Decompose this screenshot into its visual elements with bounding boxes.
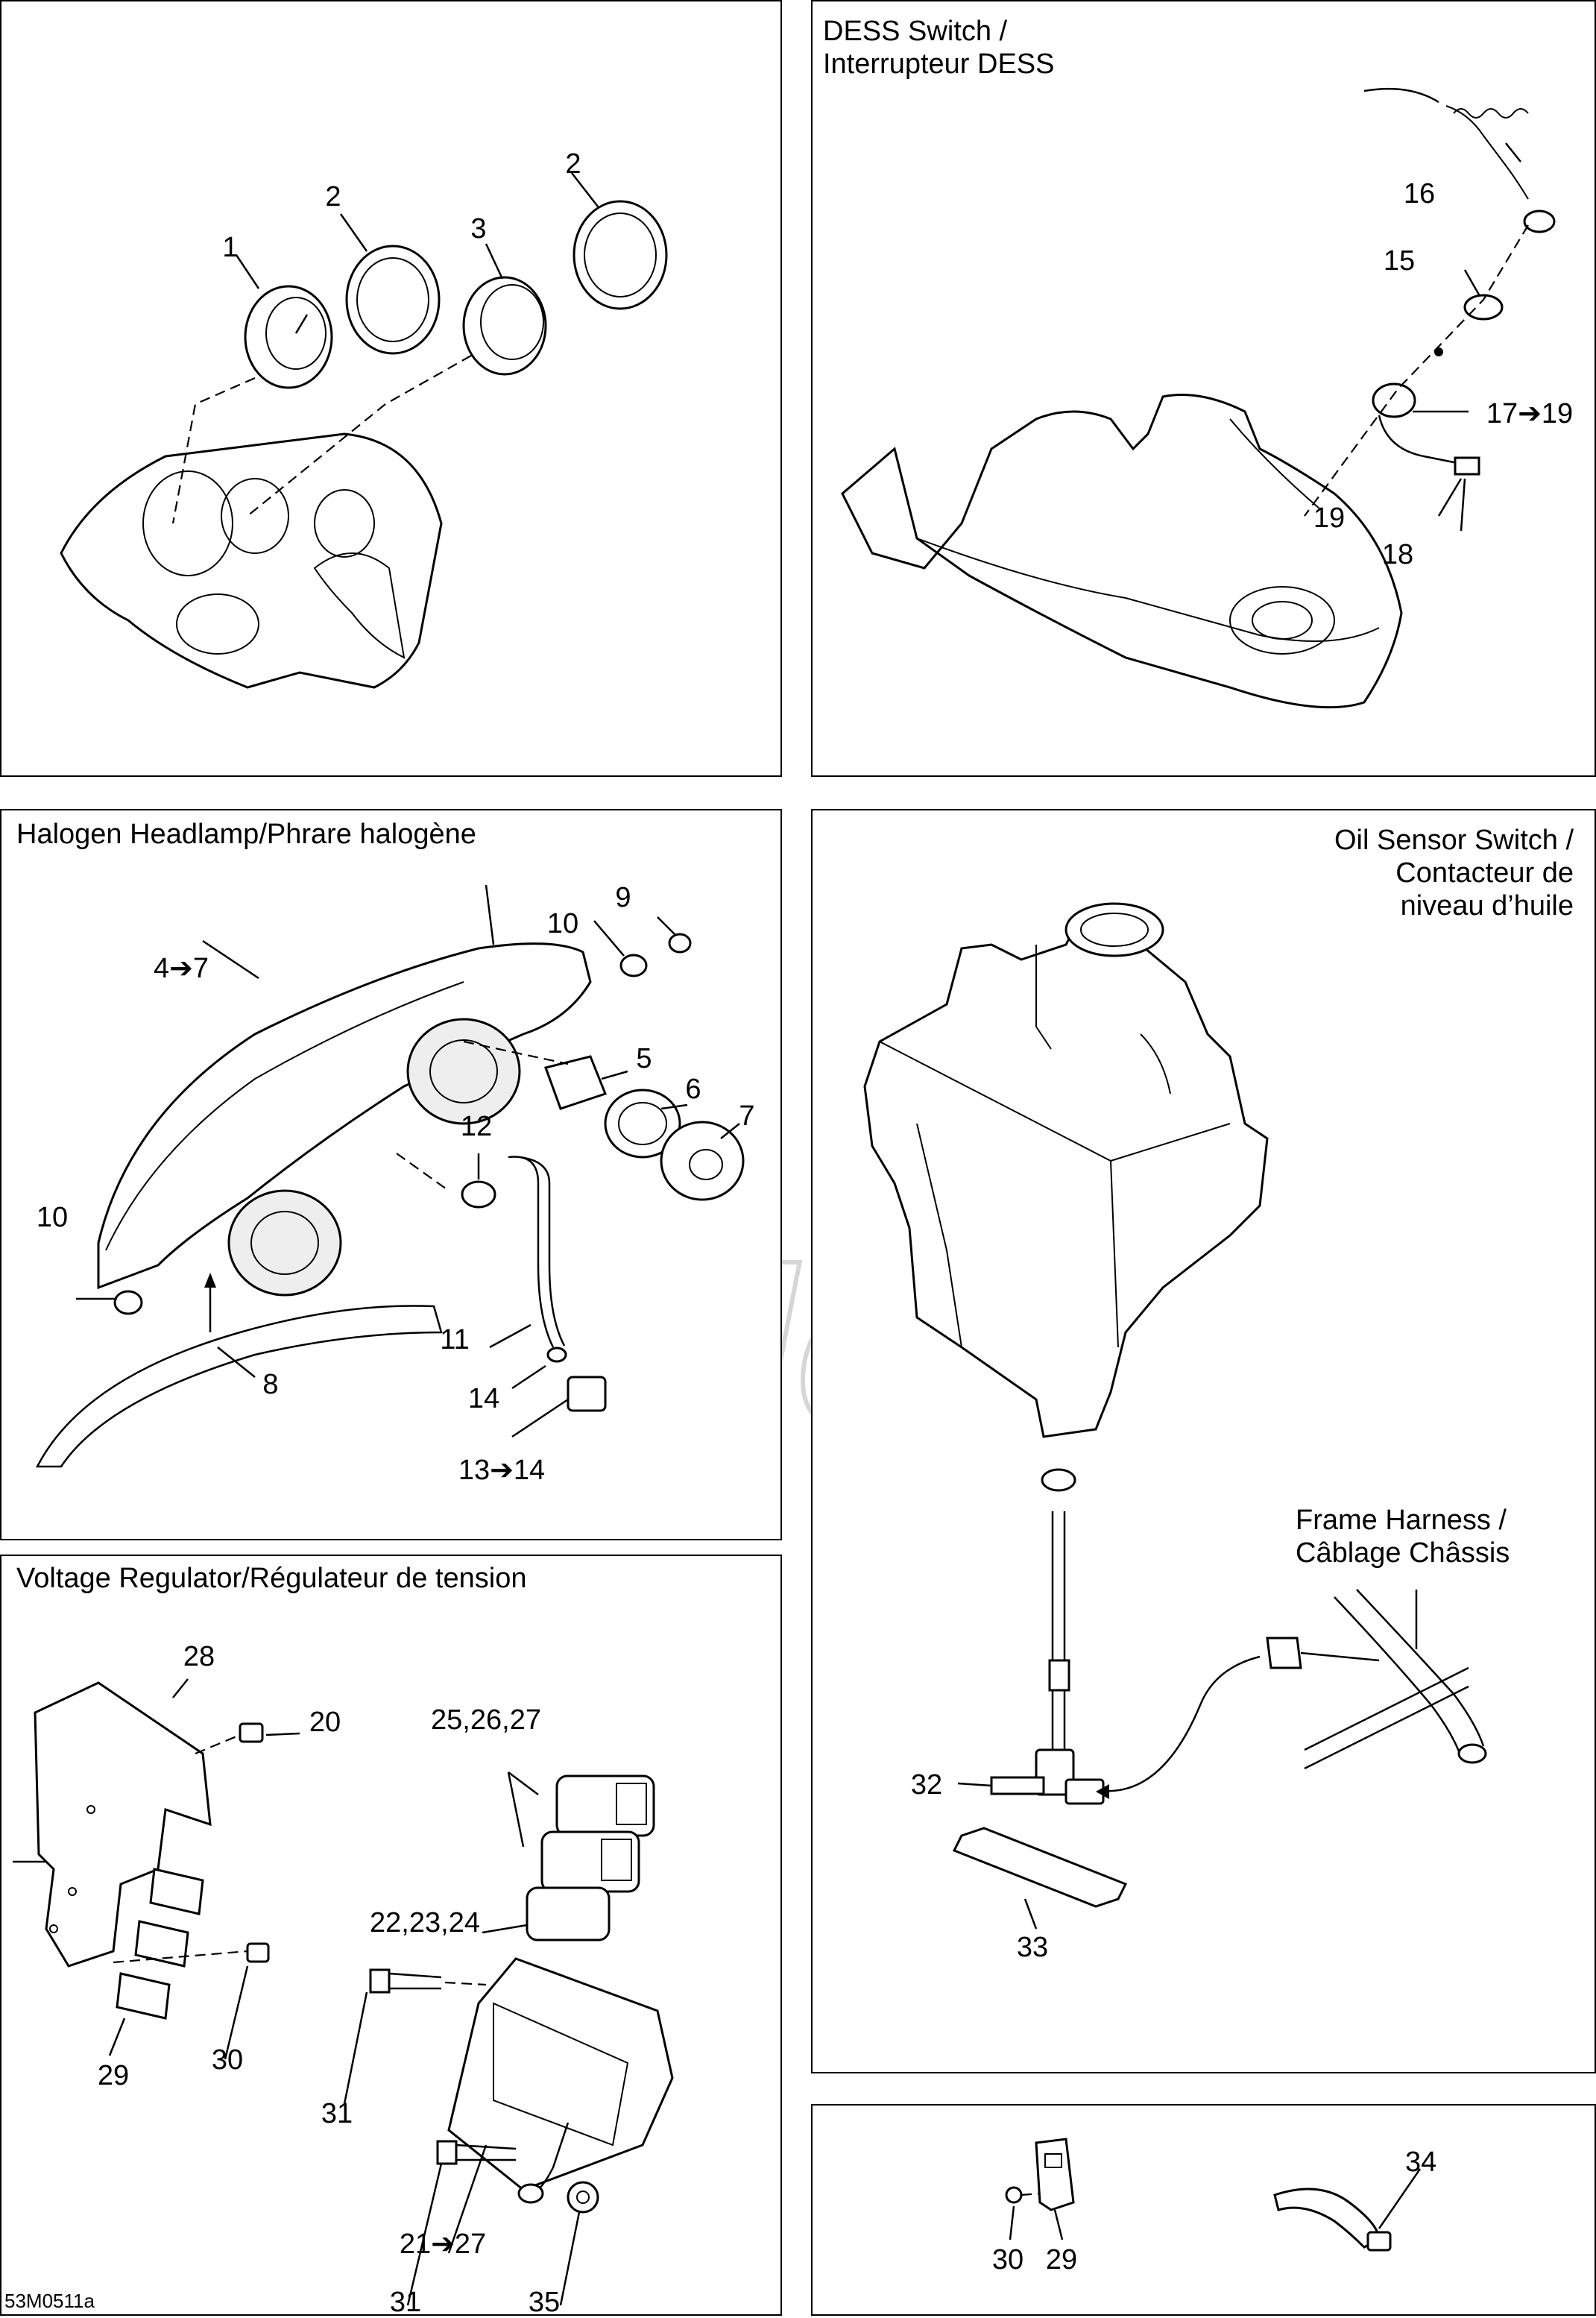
- callout-18: 18: [1381, 539, 1414, 570]
- gauges-drawing: [60, 172, 668, 689]
- drawing-code: 53M0511a: [4, 2290, 95, 2312]
- callout-20: 20: [309, 1707, 341, 1738]
- callout-28: 28: [183, 1641, 215, 1672]
- oil-title: Oil Sensor Switch / Contacteur de niveau…: [1334, 825, 1574, 922]
- callout-3: 3: [470, 213, 487, 245]
- callout-29: 29: [97, 2060, 130, 2091]
- dess-title: DESS Switch / Interrupteur DESS: [823, 16, 1055, 80]
- panel-fasteners: 34 30 29: [811, 2104, 1596, 2316]
- callout-25-27: 25,26,27: [431, 1704, 541, 1736]
- callout-4-7: 4➔7: [153, 953, 209, 984]
- regulator-drawing: [13, 1678, 674, 2306]
- callout-10: 10: [546, 908, 579, 939]
- panel-dess: DESS Switch / Interrupteur DESS 16 15 17…: [811, 0, 1596, 777]
- callout-32: 32: [910, 1769, 943, 1801]
- oil-drawing: [863, 902, 1487, 1930]
- callout-14: 14: [467, 1383, 500, 1414]
- callout-30: 30: [211, 2044, 244, 2076]
- callout-1: 1: [222, 232, 239, 263]
- panel-gauges: 1 2 3 2: [0, 0, 782, 777]
- fasteners-drawing: [1005, 2138, 1422, 2252]
- callout-12: 12: [460, 1111, 493, 1142]
- panel-oil: Oil Sensor Switch / Contacteur de niveau…: [811, 809, 1596, 2073]
- dess-drawing: [841, 87, 1556, 709]
- callout-16: 16: [1403, 178, 1436, 210]
- callout-31: 31: [321, 2098, 353, 2129]
- callout-11: 11: [440, 1324, 470, 1355]
- headlamp-title: Halogen Headlamp/Phrare halogène: [16, 819, 476, 850]
- callout-30b: 30: [991, 2244, 1024, 2276]
- callout-17-19: 17➔19: [1486, 398, 1574, 429]
- callout-34: 34: [1405, 2147, 1437, 2178]
- regulator-title: Voltage Regulator/Régulateur de tension: [16, 1563, 527, 1594]
- callout-2: 2: [325, 181, 341, 212]
- callout-10b: 10: [36, 1202, 69, 1233]
- callout-13-14: 13➔14: [458, 1455, 546, 1486]
- callout-5: 5: [636, 1043, 652, 1074]
- panel-headlamp: Halogen Headlamp/Phrare halogène: [0, 809, 782, 1540]
- callout-8: 8: [262, 1369, 279, 1400]
- callout-35: 35: [528, 2287, 561, 2318]
- callout-33: 33: [1016, 1932, 1049, 1963]
- callout-21-27: 21➔27: [399, 2229, 487, 2260]
- panel-regulator: Voltage Regulator/Régulateur de tension: [0, 1555, 782, 2318]
- callout-19: 19: [1313, 503, 1346, 534]
- headlamp-drawing: [35, 884, 745, 1468]
- harness-label: Frame Harness / Câblage Châssis: [1296, 1505, 1510, 1569]
- callout-22-24: 22,23,24: [370, 1907, 480, 1939]
- callout-2b: 2: [565, 148, 581, 180]
- callout-29b: 29: [1045, 2244, 1078, 2276]
- callout-31b: 31: [389, 2287, 422, 2318]
- callout-6: 6: [685, 1074, 701, 1105]
- callout-15: 15: [1383, 245, 1416, 277]
- callout-9: 9: [615, 882, 631, 913]
- callout-7: 7: [739, 1100, 755, 1132]
